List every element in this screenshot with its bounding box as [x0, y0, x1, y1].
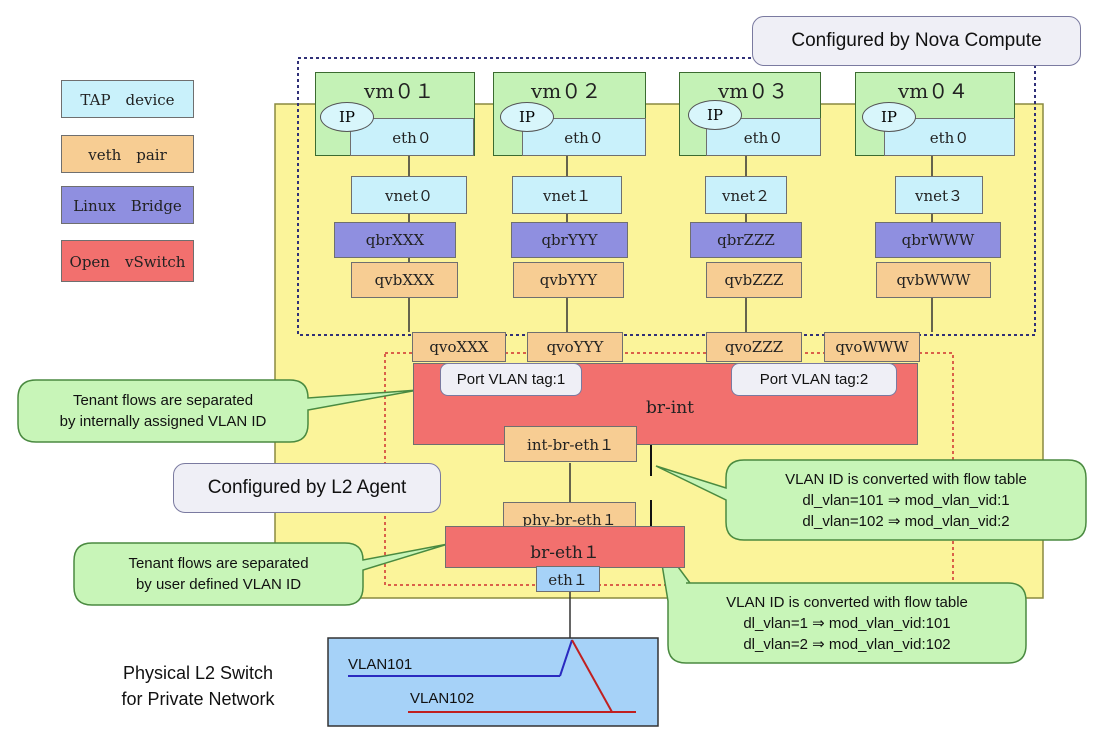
nova-region — [297, 57, 1036, 336]
callout-upper-shape — [655, 459, 1087, 541]
qvb-xxx: qvbXXX — [351, 262, 458, 298]
qbr-www-label: qbrWWW — [901, 231, 975, 249]
callout-tenant-internal: Tenant flows are separated by internally… — [59, 392, 267, 430]
vm-01-ip: IP — [320, 102, 374, 132]
vm-04-eth-label: eth０ — [929, 128, 970, 147]
qbr-zzz: qbrZZZ — [690, 222, 802, 258]
qvo-www: qvoWWW — [824, 332, 920, 362]
callout-tenant-user: Tenant flows are separated by user defin… — [128, 555, 309, 593]
qvo-yyy: qvoYYY — [527, 332, 623, 362]
vnet-3: vnet３ — [895, 176, 983, 214]
vm-01-eth-label: eth０ — [392, 128, 432, 147]
qbr-yyy-label: qbrYYY — [541, 231, 598, 249]
vm-03-name: vm０３ — [718, 79, 789, 103]
vm-02-name: vm０２ — [531, 79, 602, 103]
legend-tap-label: TAP device — [80, 90, 175, 109]
vm-04-name: vm０４ — [898, 79, 969, 103]
int-br-eth1-label: int-br-eth１ — [527, 435, 614, 454]
port-vlan-tag-1: Port VLAN tag:1 — [440, 363, 582, 396]
qvb-yyy-label: qvbYYY — [539, 271, 598, 289]
vm-connectors — [408, 156, 933, 640]
legend-veth: veth pair — [61, 135, 194, 173]
callout-lower-shape — [657, 539, 1027, 664]
qvo-yyy-label: qvoYYY — [546, 338, 604, 356]
vm-02-ip: IP — [500, 102, 554, 132]
legend-bridge-label: Linux Bridge — [73, 196, 182, 215]
nova-compute-label: Configured by Nova Compute — [752, 16, 1081, 66]
qvb-www: qvbWWW — [876, 262, 991, 298]
qvo-xxx-label: qvoXXX — [429, 338, 489, 356]
qvb-yyy: qvbYYY — [513, 262, 624, 298]
br-eth1-label: br-eth１ — [530, 542, 600, 563]
vm-03-ip: IP — [688, 100, 742, 130]
qvo-www-label: qvoWWW — [835, 338, 909, 356]
eth1-label: eth１ — [548, 570, 588, 589]
qvo-xxx: qvoXXX — [412, 332, 506, 362]
qbr-xxx-label: qbrXXX — [365, 231, 425, 249]
qvo-zzz: qvoZZZ — [706, 332, 802, 362]
vm-03-eth: eth０ — [706, 118, 821, 156]
qvo-zzz-label: qvoZZZ — [724, 338, 784, 356]
vnet-2: vnet２ — [705, 176, 787, 214]
callout-internal-shape — [17, 379, 419, 443]
legend-ovs-label: Open vSwitch — [69, 252, 186, 271]
legend-veth-label: veth pair — [88, 145, 167, 164]
l2-agent-label: Configured by L2 Agent — [173, 463, 441, 513]
qbr-xxx: qbrXXX — [334, 222, 456, 258]
vlan102-label: VLAN102 — [410, 690, 475, 707]
callout-convert-lower: VLAN ID is converted with flow table dl_… — [726, 593, 968, 653]
vnet-3-label: vnet３ — [914, 186, 964, 205]
vlan101-label: VLAN101 — [348, 656, 413, 673]
br-eth1: br-eth１ — [445, 526, 685, 568]
eth1: eth１ — [536, 566, 600, 592]
qbr-yyy: qbrYYY — [511, 222, 628, 258]
callout-convert-upper: VLAN ID is converted with flow table dl_… — [785, 470, 1027, 530]
br-int-label: br-int — [646, 398, 694, 418]
int-br-eth1: int-br-eth１ — [504, 426, 637, 462]
vnet-2-label: vnet２ — [721, 186, 771, 205]
phy-br-eth1-label: phy-br-eth１ — [522, 510, 617, 529]
legend-bridge: Linux Bridge — [61, 186, 194, 224]
vnet-0-label: vnet０ — [384, 186, 434, 205]
callout-user-shape — [73, 542, 449, 606]
port-vlan-tag-2: Port VLAN tag:2 — [731, 363, 897, 396]
qvb-zzz-label: qvbZZZ — [724, 271, 784, 289]
vnet-1: vnet１ — [512, 176, 622, 214]
vnet-0: vnet０ — [351, 176, 467, 214]
qbr-www: qbrWWW — [875, 222, 1001, 258]
vm-01-name: vm０１ — [364, 79, 435, 103]
legend-ovs: Open vSwitch — [61, 240, 194, 282]
legend-tap: TAP device — [61, 80, 194, 118]
qvb-zzz: qvbZZZ — [706, 262, 802, 298]
vm-02-eth-label: eth０ — [564, 128, 604, 147]
qvb-www-label: qvbWWW — [896, 271, 971, 289]
vm-01-eth: eth０ — [350, 118, 474, 156]
vm-04-ip: IP — [862, 102, 916, 132]
vm-03-eth-label: eth０ — [743, 128, 784, 147]
qvb-xxx-label: qvbXXX — [374, 271, 435, 289]
qbr-zzz-label: qbrZZZ — [717, 231, 775, 249]
switch-lines — [348, 639, 636, 713]
physical-switch-label: Physical L2 Switch for Private Network — [121, 663, 275, 709]
vnet-1-label: vnet１ — [542, 186, 592, 205]
